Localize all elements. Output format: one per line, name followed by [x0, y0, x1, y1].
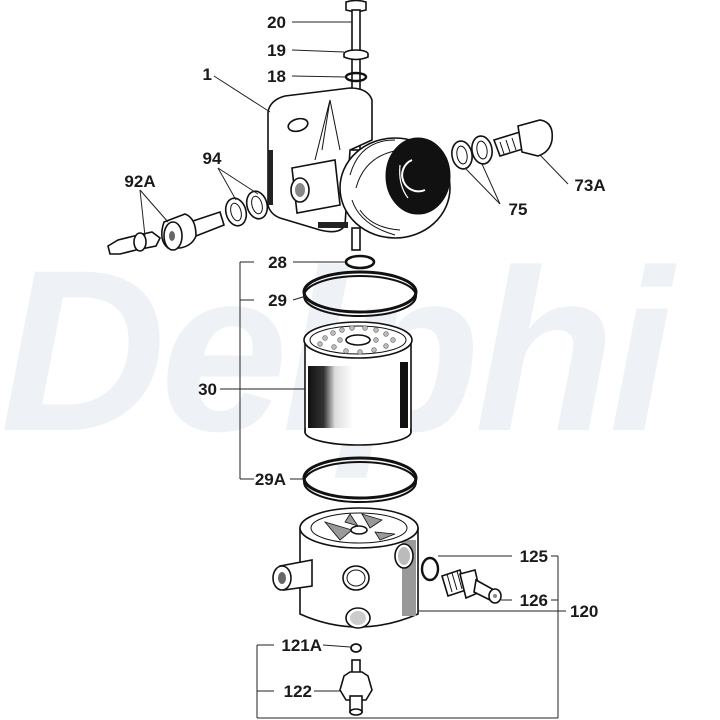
seal-ring-29-icon[interactable]: [302, 270, 418, 317]
label-18: 18: [267, 67, 286, 86]
label-125: 125: [520, 547, 548, 566]
label-75: 75: [509, 200, 528, 219]
label-94: 94: [203, 149, 222, 168]
head-stud-icon: [351, 227, 361, 251]
label-29: 29: [268, 291, 287, 310]
label-122: 122: [284, 682, 312, 701]
label-126: 126: [520, 591, 548, 610]
o-ring-121a-icon[interactable]: [350, 643, 362, 653]
label-120: 120: [570, 602, 598, 621]
filter-element-30-icon[interactable]: [303, 321, 413, 446]
washers-75-icon[interactable]: [450, 134, 495, 170]
washer-19-icon[interactable]: [343, 49, 369, 61]
hose-connector-126-icon[interactable]: [441, 568, 502, 604]
label-30: 30: [198, 380, 217, 399]
washers-94-icon[interactable]: [223, 189, 271, 228]
o-ring-28-icon[interactable]: [344, 254, 376, 270]
drain-plug-122-icon[interactable]: [339, 659, 373, 716]
label-19: 19: [267, 41, 286, 60]
leader-lines: [139, 21, 569, 719]
label-28: 28: [268, 253, 287, 272]
label-92a: 92A: [124, 172, 155, 191]
label-73a: 73A: [574, 176, 605, 195]
separator-bowl-120-icon[interactable]: [272, 507, 419, 629]
filter-head-1-icon[interactable]: [267, 87, 451, 239]
banjo-bolt-73a-icon[interactable]: [492, 119, 554, 157]
banjo-bolt-92a-icon[interactable]: [107, 210, 225, 255]
seal-ring-29a-icon[interactable]: [302, 456, 418, 503]
label-29a: 29A: [255, 470, 286, 489]
o-ring-125-icon[interactable]: [420, 556, 440, 582]
label-20: 20: [267, 13, 286, 32]
label-1: 1: [203, 65, 212, 84]
label-121a: 121A: [281, 636, 322, 655]
